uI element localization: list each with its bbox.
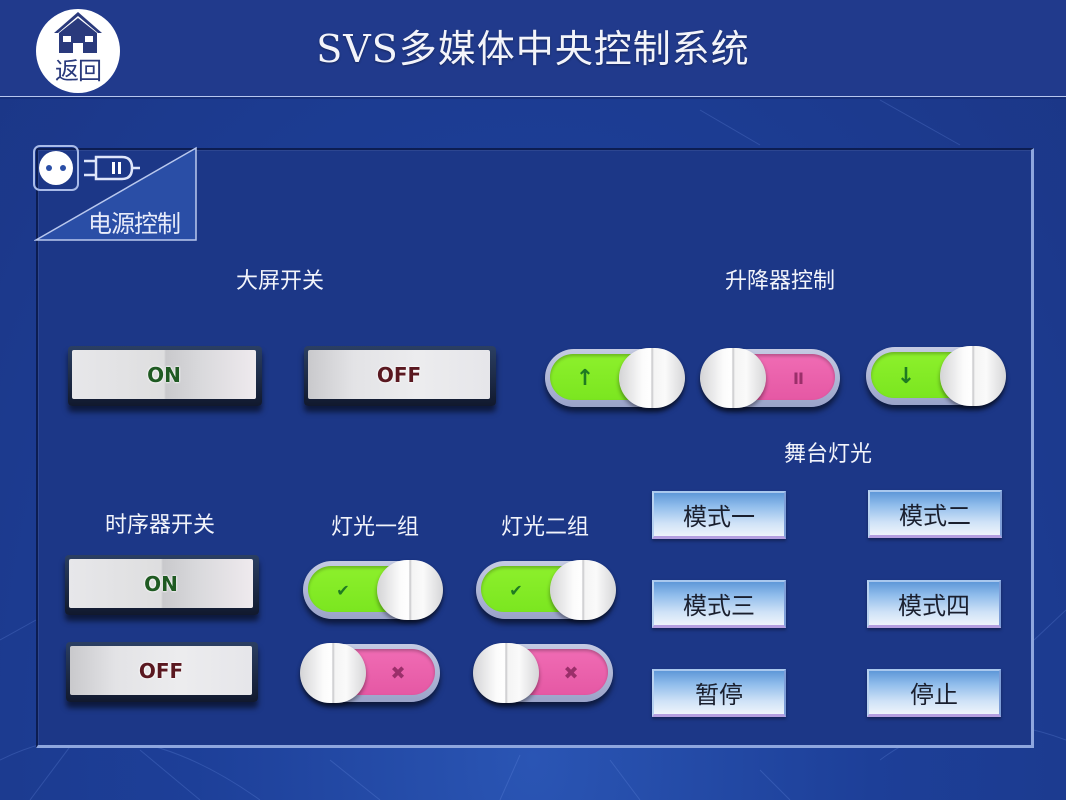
pause-button[interactable]: 暂停	[652, 669, 786, 717]
screen-off-label: OFF	[308, 350, 490, 399]
stop-button[interactable]: 停止	[867, 669, 1001, 717]
home-back-label: 返回	[55, 57, 102, 85]
light-group-1-label: 灯光一组	[330, 515, 419, 540]
toggle-knob[interactable]	[300, 643, 366, 703]
sequencer-off-button[interactable]: OFF	[66, 642, 258, 702]
toggle-knob[interactable]	[550, 560, 616, 620]
screen-on-label: ON	[72, 350, 256, 399]
mode-4-button[interactable]: 模式四	[867, 580, 1001, 628]
mode-3-button[interactable]: 模式三	[652, 580, 786, 628]
header-bar: 返回 SVS多媒体中央控制系统	[0, 0, 1066, 97]
stage-lighting-label: 舞台灯光	[783, 442, 872, 467]
toggle-knob[interactable]	[377, 560, 443, 620]
light-group-2-label: 灯光二组	[500, 515, 589, 540]
check-icon: ✔	[336, 580, 350, 600]
sequencer-on-label: ON	[69, 559, 253, 608]
x-icon: ✖	[390, 662, 406, 684]
lift-control-label: 升降器控制	[724, 269, 835, 294]
app-title: SVS多媒体中央控制系统	[316, 27, 750, 71]
pause-icon: II	[793, 368, 804, 388]
toggle-knob[interactable]	[940, 346, 1006, 406]
toggle-knob[interactable]	[473, 643, 539, 703]
check-icon: ✔	[509, 580, 523, 600]
lift-down-toggle[interactable]: ↓	[866, 346, 1006, 406]
light-group-2-on-toggle[interactable]: ✔	[476, 560, 616, 620]
screen-on-button[interactable]: ON	[68, 346, 262, 406]
panel-tab-title: 电源控制	[88, 210, 181, 238]
screen-switch-label: 大屏开关	[235, 269, 324, 294]
home-icon	[54, 12, 102, 53]
sequencer-on-button[interactable]: ON	[65, 555, 259, 615]
mode-2-button[interactable]: 模式二	[868, 490, 1002, 538]
lift-up-toggle[interactable]: ↑	[545, 348, 685, 408]
light-group-2-off-toggle[interactable]: ✖	[473, 643, 613, 703]
toggle-knob[interactable]	[619, 348, 685, 408]
light-group-1-off-toggle[interactable]: ✖	[300, 643, 440, 703]
power-plug-icon	[33, 145, 140, 191]
x-icon: ✖	[563, 662, 579, 684]
arrow-up-icon: ↑	[575, 365, 595, 391]
toggle-knob[interactable]	[700, 348, 766, 408]
light-group-1-on-toggle[interactable]: ✔	[303, 560, 443, 620]
sequencer-off-label: OFF	[70, 646, 252, 695]
panel-tab	[34, 146, 197, 241]
home-back-button[interactable]: 返回	[36, 9, 120, 93]
mode-1-button[interactable]: 模式一	[652, 491, 786, 539]
sequencer-switch-label: 时序器开关	[104, 513, 215, 538]
lift-pause-toggle[interactable]: II	[700, 348, 840, 408]
screen-off-button[interactable]: OFF	[304, 346, 496, 406]
arrow-down-icon: ↓	[896, 363, 916, 389]
